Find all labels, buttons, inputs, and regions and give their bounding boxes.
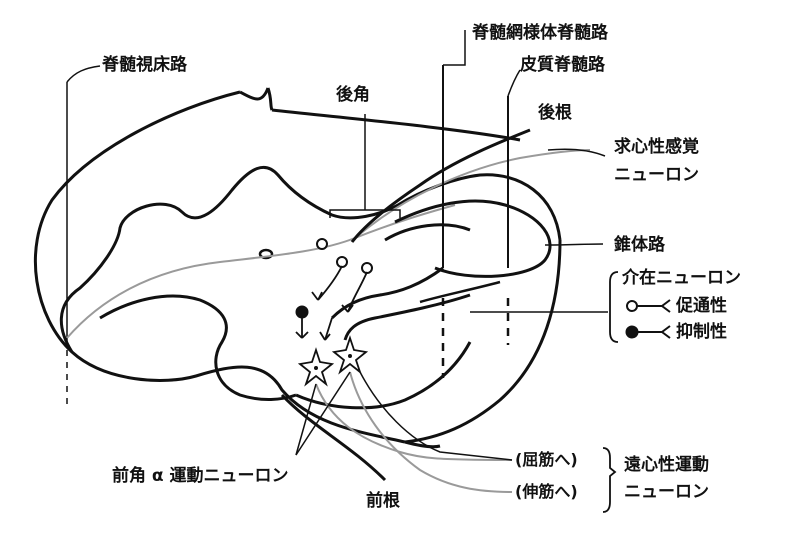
anterior-root-outline-upper <box>404 440 441 449</box>
interneuron-branch-4 <box>319 317 333 341</box>
label-anterior-horn-motor-neuron: 前角 α 運動ニューロン <box>112 465 289 486</box>
efferent-axon-extensor <box>349 371 513 493</box>
efferent-legend-bracket <box>602 447 617 513</box>
interneuron-facilitatory-2 <box>336 256 348 268</box>
label-efferent-neuron-1: 遠心性運動 <box>624 454 709 475</box>
posterior-horn-bracket <box>329 200 401 218</box>
descending-fiber-3 <box>419 280 501 304</box>
spinal-cord-outline <box>33 90 406 444</box>
label-flexor: (屈筋へ) <box>515 450 578 469</box>
facilitatory-symbol-icon <box>626 299 671 313</box>
spinal-cord-outline-lower-right <box>404 239 562 444</box>
afferent-gray-fiber <box>354 149 591 239</box>
label-anterior-root: 前根 <box>366 490 400 511</box>
label-efferent-neuron-2: ニューロン <box>624 482 709 502</box>
pyramidal-tract-loop <box>394 199 552 278</box>
inhibitory-symbol-icon <box>625 325 671 339</box>
interneuron-branch-1 <box>311 265 343 301</box>
label-reticulospinal-tract: 脊髄網様体脊髄路 <box>471 22 609 43</box>
efferent-axon-flexor <box>315 383 513 461</box>
pyramidal-leader <box>544 243 604 246</box>
label-spinothalamic-tract: 脊髄視床路 <box>101 54 188 75</box>
label-posterior-horn: 後角 <box>336 84 370 105</box>
motor-neuron-extensor <box>331 335 369 375</box>
label-corticospinal-tract: 皮質脊髄路 <box>520 54 606 75</box>
corticospinal-leader <box>507 69 521 97</box>
label-pyramidal-tract: 錐体路 <box>614 234 666 255</box>
ascending-sensory-pathway <box>66 204 456 339</box>
label-inhibitory: 抑制性 <box>676 321 727 342</box>
interneuron-legend-bracket <box>609 271 619 343</box>
dorsal-root-stump-right <box>266 87 274 111</box>
gray-matter-lower <box>99 294 297 401</box>
spinal-cord-outline-right <box>271 108 521 142</box>
label-posterior-root: 後根 <box>538 102 572 123</box>
interneuron-branch-3 <box>295 318 309 339</box>
anterior-root-outline-lower <box>280 393 387 482</box>
gray-matter-outline <box>59 165 562 353</box>
reticulospinal-leader <box>443 30 466 66</box>
interneuron-inhibitory <box>295 305 309 319</box>
motor-neuron-leader-1 <box>295 383 317 456</box>
interneuron-facilitatory-3 <box>361 262 373 274</box>
afferent-neuron-fiber <box>350 128 531 243</box>
label-afferent-neuron-1: 求心性感覚 <box>614 136 699 157</box>
motor-neuron-leader-2 <box>295 371 351 456</box>
spinothalamic-leader <box>66 65 101 83</box>
afferent-neuron-leader <box>547 148 606 157</box>
label-extensor: (伸筋へ) <box>515 482 578 501</box>
interneuron-facilitatory-1 <box>316 238 328 250</box>
efferent-axon-flexor-ink <box>359 371 513 461</box>
dorsal-root-stump-left <box>239 87 270 101</box>
label-facilitatory: 促通性 <box>675 295 727 316</box>
label-afferent-neuron-2: ニューロン <box>614 165 699 185</box>
label-interneuron: 介在ニューロン <box>621 267 741 288</box>
descending-fiber-2 <box>343 293 471 341</box>
central-canal <box>258 248 274 260</box>
pyramidal-tract-inner <box>384 223 471 242</box>
interneuron-branch-2 <box>341 271 368 313</box>
motor-neuron-flexor <box>297 347 335 387</box>
